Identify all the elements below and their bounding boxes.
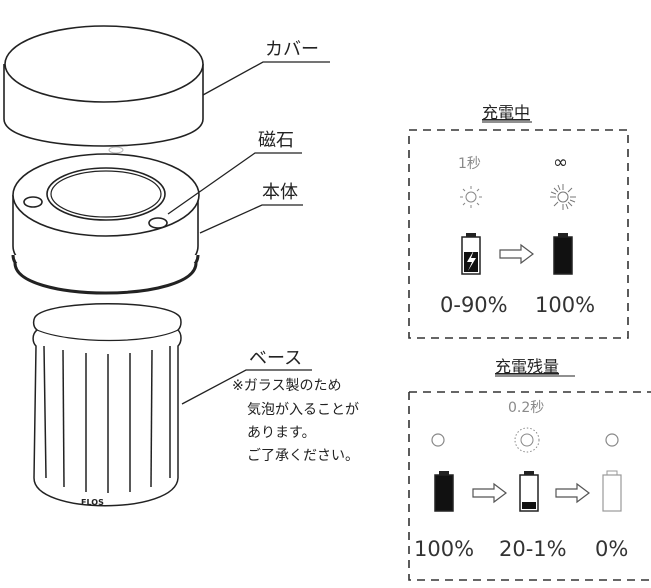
cover-label: カバー	[265, 39, 319, 60]
base-note-line: ご了承ください。	[247, 448, 359, 464]
base-note: ※ガラス製のため 気泡が入ることが あります。 ご了承ください。	[232, 378, 359, 464]
arrow-icon	[555, 482, 590, 504]
base-logo: FLOS	[81, 498, 104, 507]
full-battery-icon	[434, 471, 454, 512]
fast-blink-light-icon	[514, 427, 540, 453]
base-note-line: ※ガラス製のため	[232, 378, 341, 394]
charging-panel-frame	[408, 129, 629, 339]
body-label: 本体	[262, 182, 298, 203]
remaining-level-label: 100%	[414, 537, 474, 561]
remaining-level-label: 0%	[595, 537, 628, 561]
charging-full-label: 100%	[535, 293, 595, 317]
light-off-icon	[431, 433, 445, 447]
cover-part	[3, 25, 204, 154]
remaining-blink-interval: 0.2秒	[508, 400, 544, 416]
light-off-icon	[605, 433, 619, 447]
base-part: FLOS	[32, 303, 182, 507]
base-note-line: あります。	[247, 425, 316, 441]
magnet-label: 磁石	[258, 130, 294, 151]
callout-lines	[167, 61, 330, 405]
charging-steady-symbol: ∞	[553, 152, 568, 173]
remaining-level-label: 20-1%	[499, 537, 567, 561]
blink-light-icon	[460, 186, 482, 208]
arrow-icon	[472, 482, 507, 504]
base-note-line: 気泡が入ることが	[247, 402, 359, 418]
full-battery-icon	[553, 233, 573, 275]
steady-light-icon	[550, 184, 576, 210]
arrow-icon	[499, 243, 534, 265]
base-label: ベース	[249, 348, 302, 369]
remaining-title: 充電残量	[495, 357, 559, 376]
empty-battery-icon	[602, 470, 622, 512]
charging-title: 充電中	[482, 103, 530, 122]
charging-battery-icon	[461, 233, 481, 275]
low-battery-icon	[519, 471, 539, 512]
remaining-panel-frame	[408, 391, 651, 581]
body-part	[11, 153, 200, 295]
charging-range-label: 0-90%	[440, 293, 508, 317]
charging-blink-interval: 1秒	[458, 156, 481, 172]
